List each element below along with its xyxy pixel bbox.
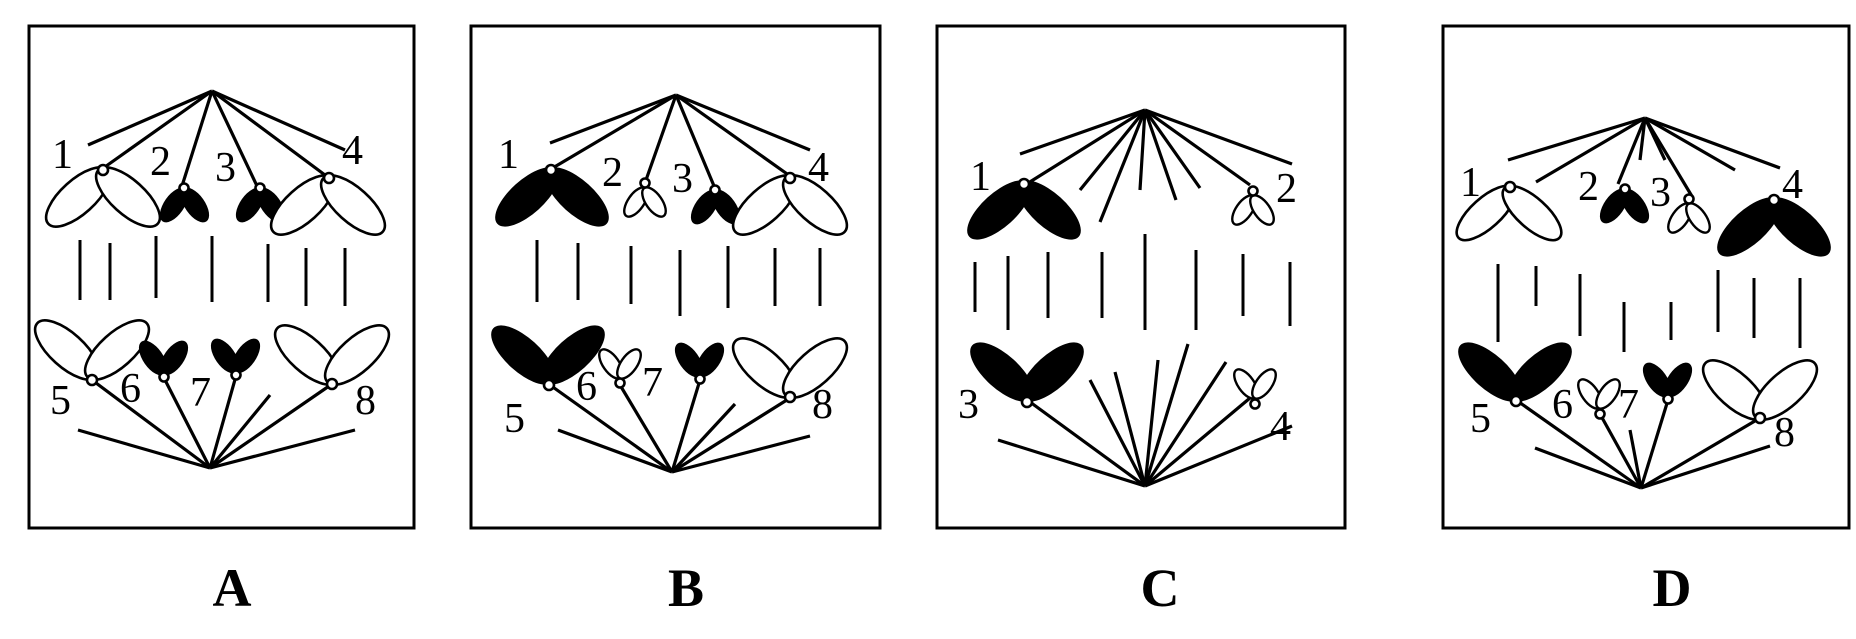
panel-b-spindle-midline [535, 240, 822, 316]
panel-a-chromosomes [33, 163, 391, 391]
panel-d: 1 2 3 4 5 6 7 8 D [1441, 24, 1851, 618]
chromosome-label: 6 [576, 364, 597, 410]
chromosome-2 [1599, 183, 1650, 224]
chromosome-2 [1231, 185, 1275, 226]
panel-c-frame [935, 24, 1347, 530]
chromosome-6 [138, 340, 189, 383]
chromosome-label: 3 [1650, 170, 1671, 216]
chromosome-label: 3 [958, 382, 979, 428]
panel-b-bottom-pole-fibers [549, 379, 811, 474]
panel-a: 1 2 3 4 5 6 7 8 A [27, 24, 416, 618]
chromosome-7 [1642, 362, 1693, 405]
chromosome-8 [731, 337, 849, 404]
chromosome-1 [1455, 180, 1563, 242]
chromosome-label: 8 [812, 382, 833, 428]
chromosome-label: 4 [1270, 404, 1291, 450]
chromosome-6 [598, 348, 642, 389]
chromosome-label: 7 [642, 360, 663, 406]
chromosome-5 [1458, 342, 1572, 408]
chromosome-label: 5 [1470, 396, 1491, 442]
panel-c-spindle-midline [973, 234, 1292, 330]
chromosome-label: 3 [672, 156, 693, 202]
chromosome-label: 2 [1276, 166, 1297, 212]
chromosome-label: 1 [970, 154, 991, 200]
chromosome-label: 7 [1618, 382, 1639, 428]
chromosome-1 [967, 177, 1081, 240]
panel-d-chromosomes [1455, 180, 1831, 425]
chromosome-label: 2 [1578, 164, 1599, 210]
panel-a-top-pole-fibers [87, 89, 346, 187]
chromosome-3 [1667, 193, 1711, 234]
panel-c-chromosomes [967, 177, 1277, 410]
chromosome-label: 8 [355, 378, 376, 424]
chromosome-4 [269, 171, 387, 236]
panel-a-bottom-pole-fibers [77, 375, 356, 470]
chromosome-3 [690, 184, 741, 225]
chromosome-label: 2 [150, 139, 171, 185]
chromosome-5 [491, 325, 605, 392]
chromosome-4 [1717, 193, 1831, 257]
panel-c: 1 2 3 4 C [935, 24, 1347, 618]
panel-d-top-pole-fibers [1507, 116, 1781, 199]
panel-d-labels: 1 2 3 4 5 6 7 8 [1460, 160, 1803, 456]
panel-d-bottom-pole-fibers [1515, 398, 1771, 490]
chromosome-1 [44, 163, 162, 228]
panel-c-caption: C [1141, 558, 1180, 618]
chromosome-label: 4 [1782, 162, 1803, 208]
panel-b-frame [469, 24, 882, 530]
chromosome-label: 1 [498, 132, 519, 178]
chromosome-label: 1 [52, 132, 73, 178]
chromosome-label: 5 [504, 396, 525, 442]
chromosome-label: 6 [1552, 382, 1573, 428]
panel-d-spindle-midline [1496, 264, 1802, 352]
panel-b-top-pole-fibers [549, 93, 811, 187]
chromosome-label: 4 [808, 145, 829, 191]
panel-c-bottom-pole-fibers [997, 343, 1293, 488]
chromosome-4 [731, 171, 849, 236]
chromosome-label: 7 [190, 370, 211, 416]
chromosome-label: 1 [1460, 160, 1481, 206]
chromosome-8 [1701, 359, 1819, 425]
chromosome-label: 4 [342, 128, 363, 174]
chromosome-label: 8 [1774, 410, 1795, 456]
panel-a-spindle-midline [78, 236, 347, 306]
panel-c-top-pole-fibers [1019, 108, 1293, 223]
chromosome-2 [159, 182, 210, 223]
chromosome-label: 5 [50, 378, 71, 424]
chromosome-6 [1577, 378, 1621, 420]
panel-a-labels: 1 2 3 4 5 6 7 8 [50, 128, 376, 424]
panel-d-caption: D [1653, 558, 1692, 618]
chromosome-label: 3 [215, 145, 236, 191]
chromosome-1 [495, 163, 609, 227]
chromosome-4 [1233, 368, 1277, 410]
panel-b-labels: 1 2 3 4 5 6 7 8 [498, 132, 833, 442]
panel-d-frame [1441, 24, 1851, 530]
chromosome-label: 2 [602, 150, 623, 196]
panel-a-caption: A [213, 558, 252, 618]
panel-b-chromosomes [491, 163, 849, 404]
chromosome-8 [273, 324, 391, 391]
panel-b-caption: B [668, 558, 704, 618]
chromosome-3 [970, 342, 1084, 409]
panel-b: 1 2 3 4 5 6 7 8 B [469, 24, 882, 618]
chromosome-7 [210, 338, 261, 381]
chromosome-label: 6 [120, 366, 141, 412]
panel-c-labels: 1 2 3 4 [958, 154, 1297, 450]
chromosome-5 [33, 319, 151, 387]
chromosome-2 [623, 177, 667, 218]
chromosome-7 [674, 342, 725, 385]
